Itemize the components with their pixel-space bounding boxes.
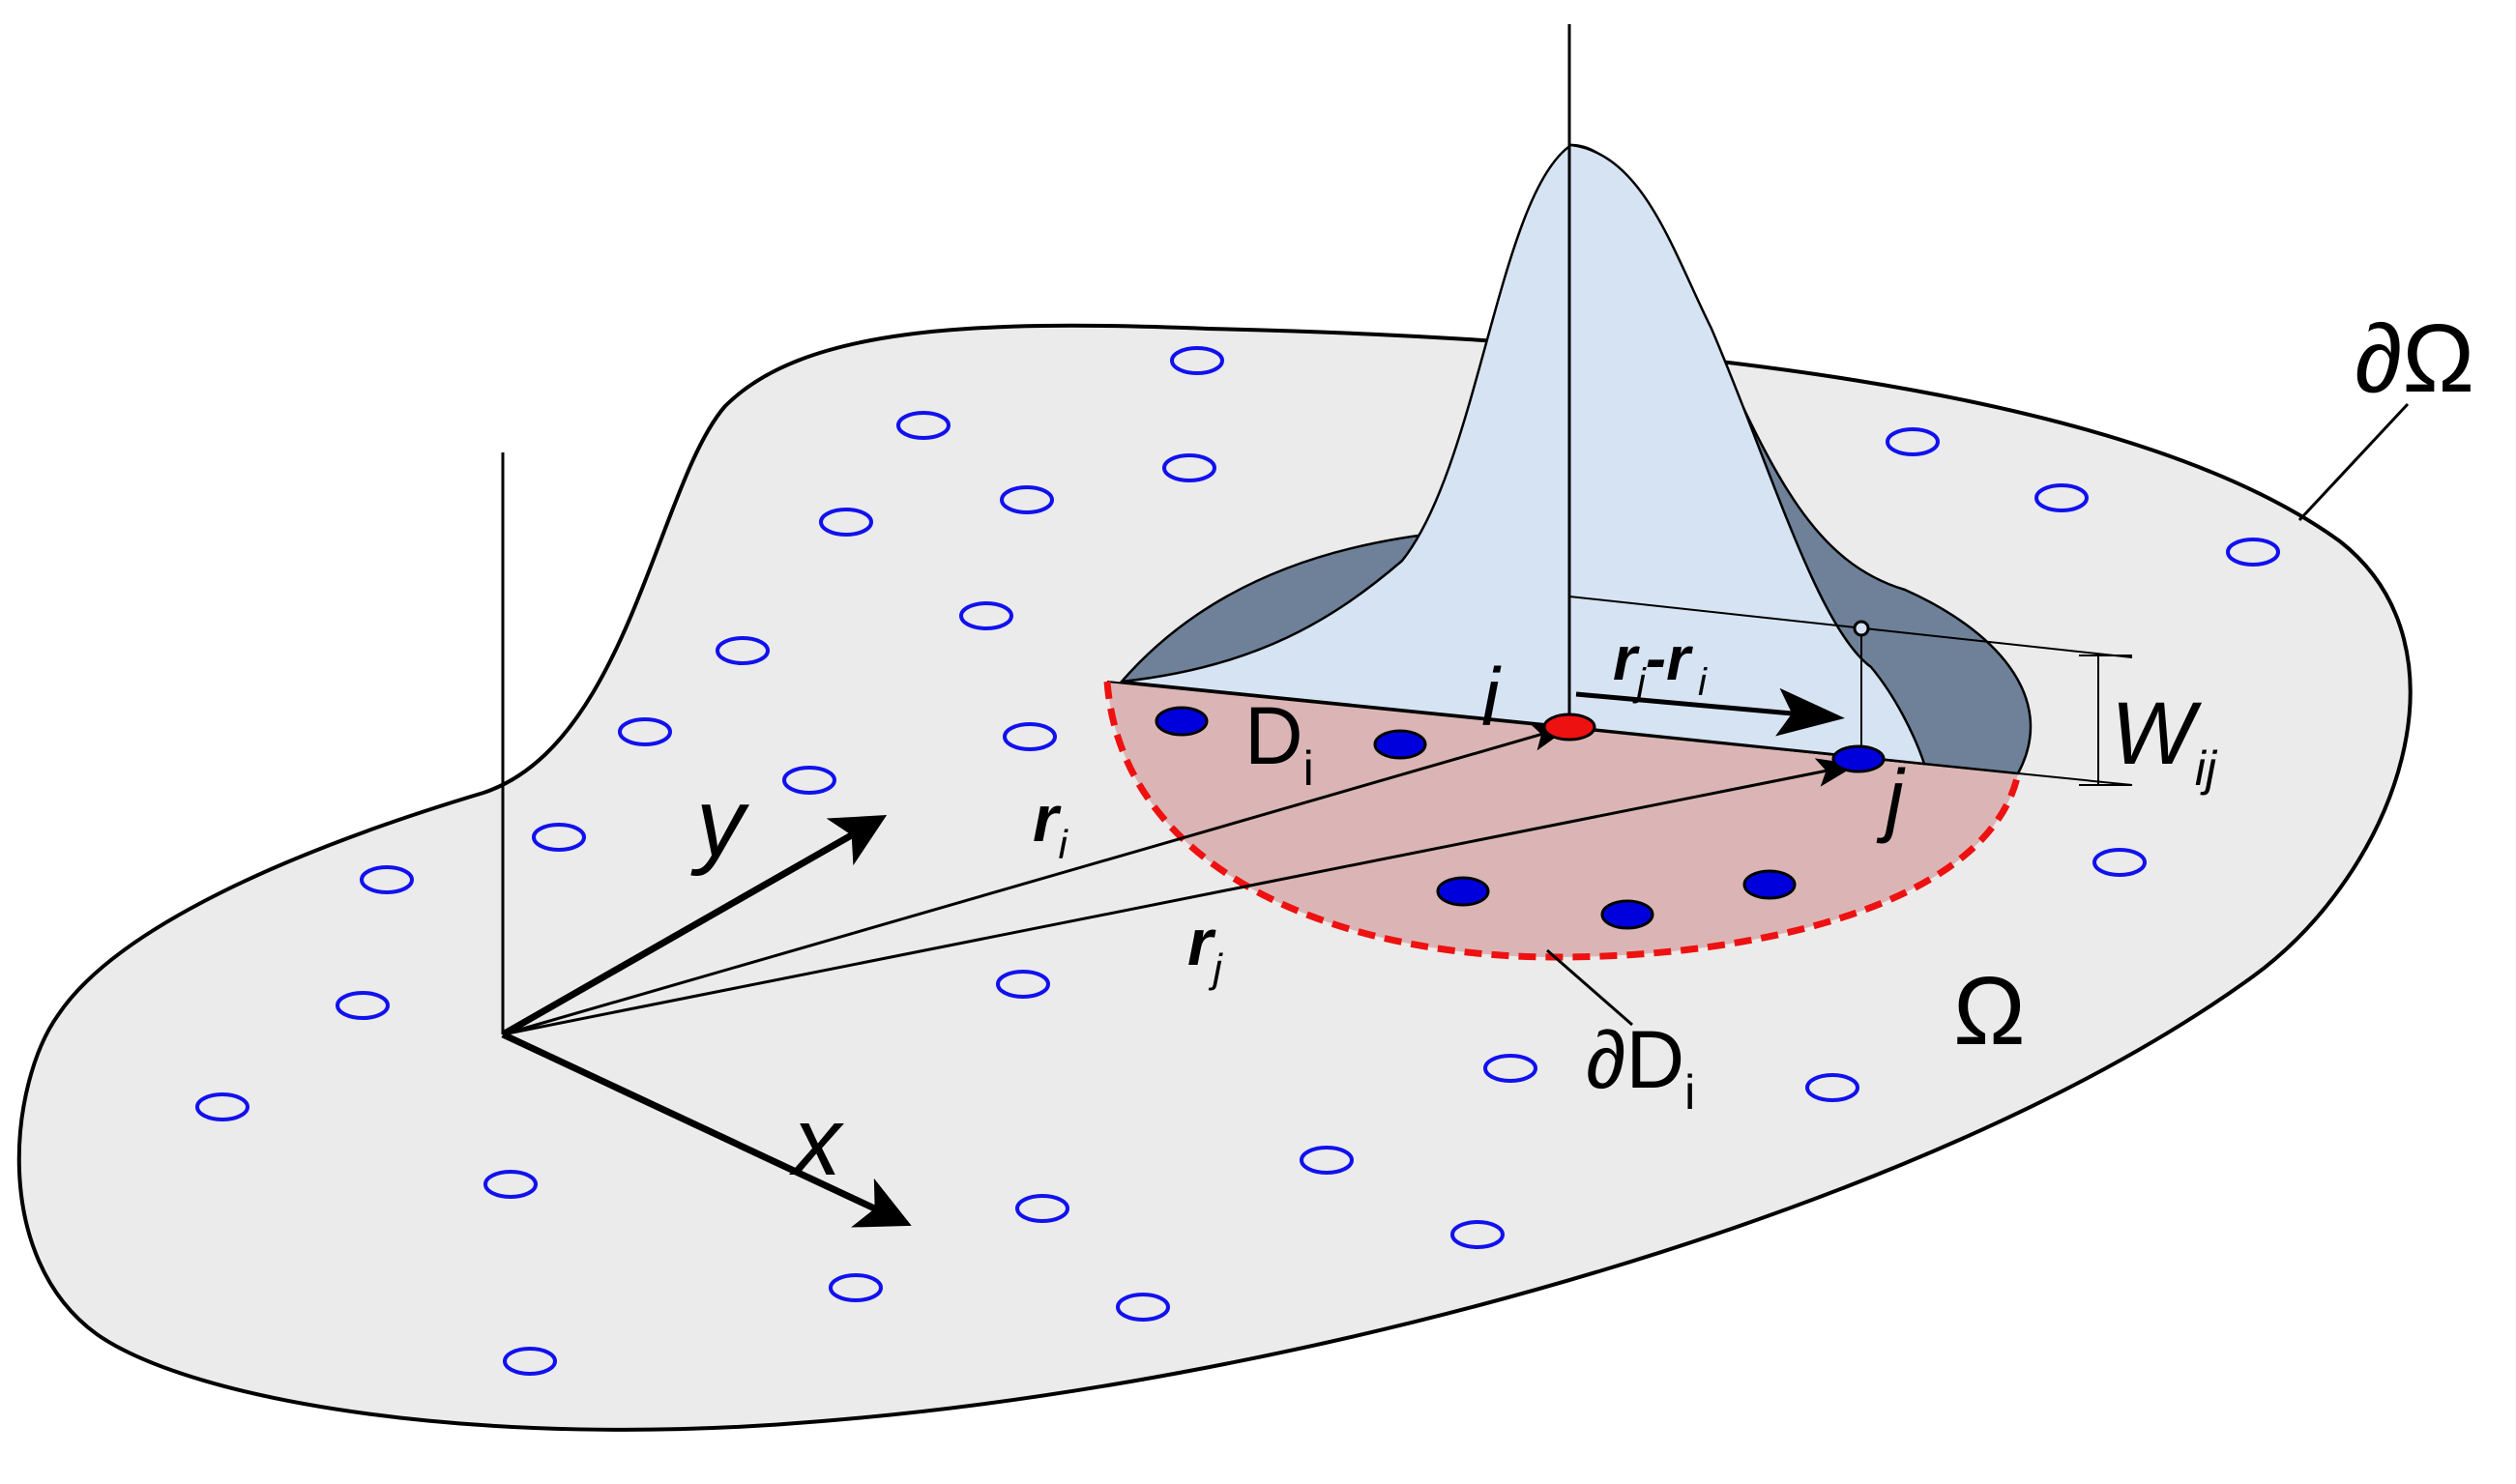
domain-omega [16, 323, 2413, 1432]
vector-ri [502, 722, 1572, 1036]
empty-particle [1015, 1194, 1069, 1223]
omega-label: Ω [1953, 957, 2026, 1065]
empty-particle [1003, 722, 1057, 751]
axis-x-label: x [789, 1088, 844, 1196]
empty-particle [1450, 1220, 1505, 1249]
weight-level-line [1568, 596, 2133, 658]
axis-y-label: y [690, 769, 750, 877]
empty-particle [996, 970, 1050, 999]
neighborhood-label: Di [1244, 690, 1314, 796]
filled-particle [1436, 876, 1490, 907]
x-axis-arrow [501, 1031, 912, 1228]
weight-label: Wij [2111, 684, 2218, 796]
neighborhood-boundary-label: ∂Di [1586, 1014, 1695, 1120]
empty-particles [195, 346, 2280, 1376]
empty-particle [2092, 848, 2147, 877]
empty-particle [1805, 1073, 1859, 1102]
empty-particle [532, 823, 586, 852]
empty-particle [336, 991, 390, 1020]
empty-particle [1483, 1054, 1537, 1083]
empty-particle [1300, 1146, 1354, 1175]
vector-rj-label: rj [1187, 906, 1223, 991]
vector-diff [1575, 687, 1845, 737]
empty-particle [618, 717, 672, 746]
empty-particle [2034, 483, 2089, 512]
empty-particle [503, 1347, 557, 1376]
weight-point [1853, 620, 1870, 637]
boundary-di-leader [1546, 948, 1633, 1027]
empty-particle [782, 766, 836, 795]
empty-particle [896, 411, 951, 440]
empty-particle [483, 1170, 538, 1199]
empty-particle [1886, 427, 1940, 456]
filled-particle [1600, 899, 1654, 930]
boundary-omega-leader [2297, 402, 2410, 522]
vector-ri-label: ri [1033, 782, 1068, 867]
vector-rj [502, 758, 1858, 1036]
empty-particle [1162, 453, 1216, 482]
empty-particle [716, 636, 770, 665]
empty-particle [1116, 1293, 1170, 1322]
kernel-front-surface [1121, 143, 1926, 766]
boundary-omega-label: ∂Ω [2355, 305, 2474, 413]
empty-particle [195, 1092, 249, 1121]
filled-particles [1155, 706, 1886, 930]
empty-particle [1170, 346, 1224, 375]
empty-particle [360, 865, 414, 894]
particle-i [1542, 713, 1596, 742]
empty-particle [2226, 538, 2280, 567]
particle-i-label: i [1481, 652, 1502, 742]
particle-j [1831, 744, 1886, 773]
empty-particle [959, 601, 1013, 630]
empty-particle [1000, 485, 1054, 514]
empty-particle [819, 508, 873, 537]
weight-base-line [2017, 772, 2133, 786]
empty-particle [829, 1273, 883, 1302]
filled-particle [1373, 729, 1427, 760]
filled-particle [1742, 869, 1797, 900]
y-axis-arrow [501, 815, 888, 1038]
filled-particle [1155, 706, 1209, 737]
